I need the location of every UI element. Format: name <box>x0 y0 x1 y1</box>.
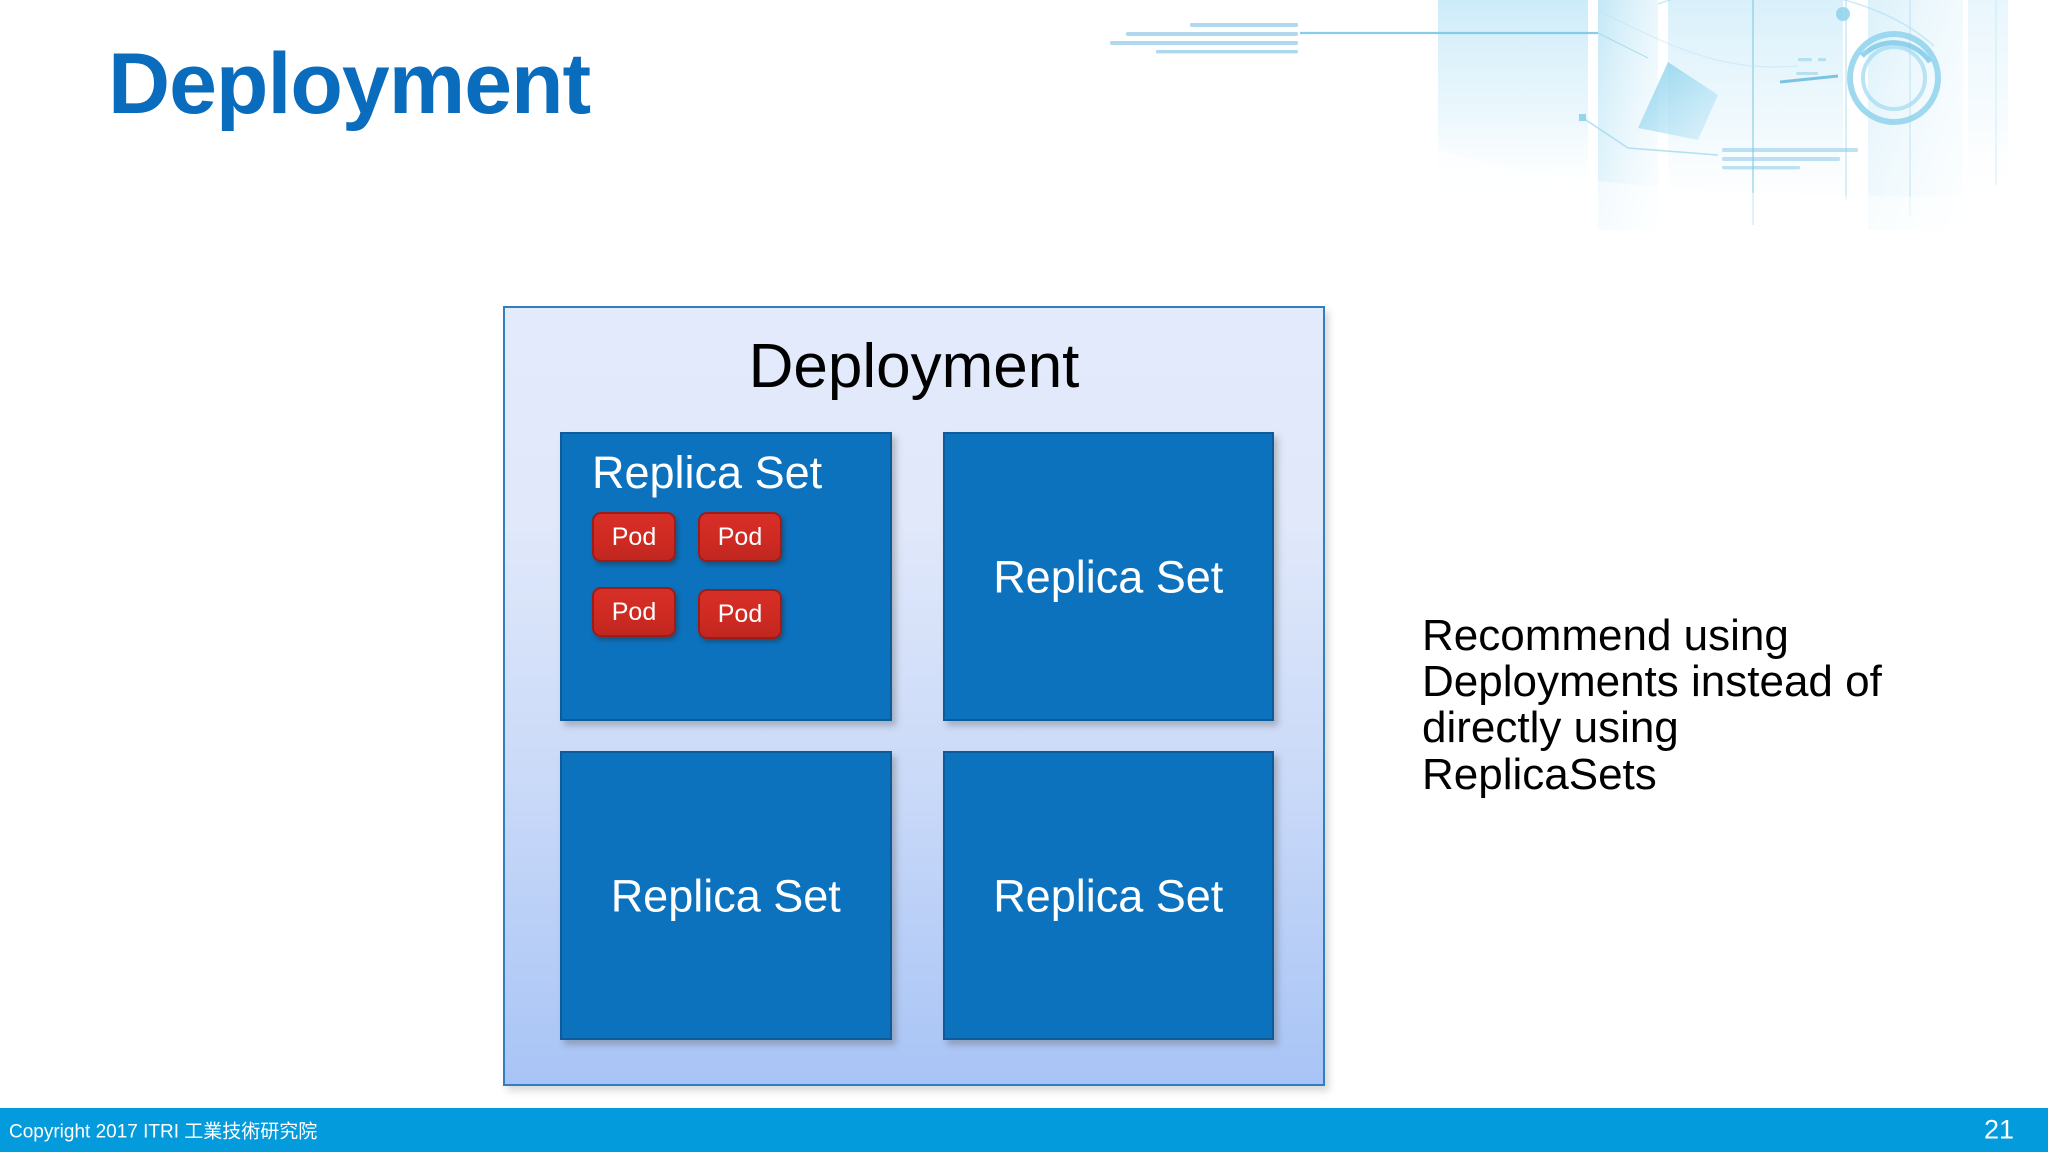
pod-label: Pod <box>717 522 763 551</box>
side-note-line: ReplicaSets <box>1422 749 1657 799</box>
pod-box[interactable]: Pod <box>592 587 676 637</box>
pod-grid: Pod Pod Pod Pod <box>592 512 822 639</box>
footer-copyright: Copyright 2017 ITRI 工業技術研究院 <box>9 1121 318 1143</box>
page-number: 21 <box>1983 1114 2014 1145</box>
footer-bar: Copyright 2017 ITRI 工業技術研究院 21 <box>0 1108 2048 1152</box>
pod-box[interactable]: Pod <box>592 512 676 562</box>
replica-set-label: Replica Set <box>610 870 841 921</box>
pod-box[interactable]: Pod <box>698 512 782 562</box>
replica-set-label: Replica Set <box>592 447 823 498</box>
replica-set-box-3[interactable]: Replica Set <box>560 751 892 1040</box>
pod-label: Pod <box>717 599 763 628</box>
replica-set-box-1[interactable]: Replica Set Pod Pod Pod Pod <box>560 432 892 721</box>
deployment-label: Deployment <box>748 332 1080 401</box>
side-note-line: directly using <box>1422 703 1679 753</box>
replica-set-label: Replica Set <box>993 870 1224 921</box>
side-note: Recommend using Deployments instead of d… <box>1422 611 1982 799</box>
side-note-line: Deployments instead of <box>1422 657 1882 707</box>
side-note-line: Recommend using <box>1422 611 1789 660</box>
deployment-container: Deployment Replica Set Pod Pod Pod Pod <box>503 306 1325 1086</box>
pod-label: Pod <box>611 597 657 626</box>
replica-set-box-4[interactable]: Replica Set <box>942 751 1274 1040</box>
pod-box[interactable]: Pod <box>698 589 782 639</box>
replica-set-box-2[interactable]: Replica Set <box>942 432 1274 721</box>
tech-circuit-graphic <box>1110 0 2048 230</box>
replica-set-grid: Replica Set Pod Pod Pod Pod Replica Set <box>560 432 1274 1040</box>
pod-label: Pod <box>611 522 657 551</box>
replica-set-label: Replica Set <box>993 551 1224 602</box>
page-title: Deployment <box>108 36 591 132</box>
